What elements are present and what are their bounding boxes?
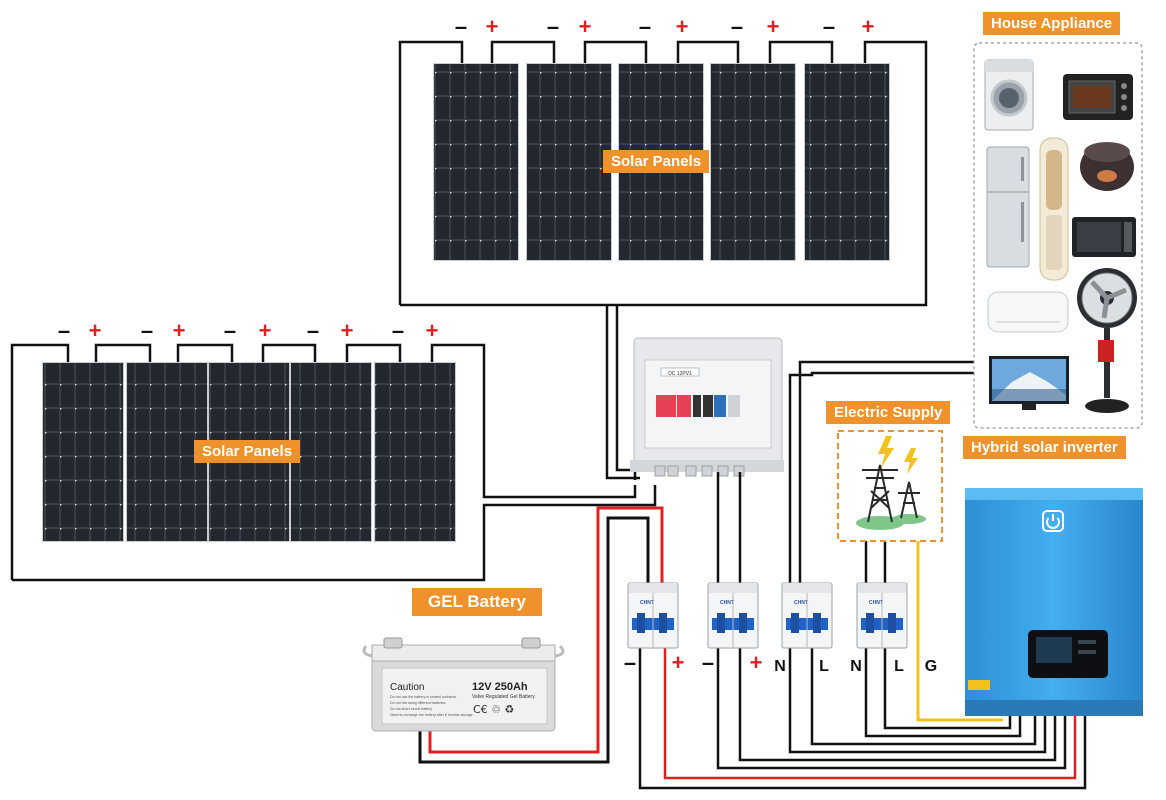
power-tower-icon	[856, 464, 926, 530]
solar-panels-label-top: Solar Panels	[603, 150, 710, 173]
hybrid-inverter-label: Hybrid solar inverter	[963, 436, 1126, 459]
tv-icon	[989, 356, 1069, 410]
battery-fine-print-4: Need to recharge the battery after 6 mon…	[390, 713, 473, 717]
top-minus-1: –	[455, 14, 467, 39]
solar-panel-left-2	[126, 362, 208, 542]
refrigerator-icon	[986, 146, 1030, 268]
house-appliance-label: House Appliance	[983, 12, 1121, 35]
top-solar-panels	[433, 63, 890, 261]
solar-panel-top-4	[710, 63, 796, 261]
svg-text:CHNT: CHNT	[794, 600, 808, 606]
breaker-2: CHNT	[707, 582, 759, 649]
pv-combiner-box	[630, 337, 784, 477]
top-plus-4: +	[767, 14, 780, 39]
solar-panel-left-1	[42, 362, 124, 542]
terminal-n-grid: N	[850, 658, 862, 675]
battery-breaker-plus: +	[672, 650, 685, 675]
dc-breaker-wires	[633, 472, 742, 590]
gel-battery-label: GEL Battery	[412, 588, 542, 616]
battery-breaker-minus: –	[624, 650, 636, 675]
breaker-4: CHNT	[856, 582, 908, 649]
rice-cooker-icon	[1080, 142, 1134, 191]
battery-fine-print-2: Do not mix using different batteries	[390, 701, 446, 705]
pv-breaker-plus: +	[750, 650, 763, 675]
pv-breaker-minus: –	[702, 650, 714, 675]
top-minus-3: –	[639, 14, 651, 39]
terminal-g: G	[925, 658, 937, 675]
left-plus-2: +	[173, 318, 186, 343]
left-plus-3: +	[259, 318, 272, 343]
top-plus-1: +	[486, 14, 499, 39]
solar-panel-left-4	[290, 362, 372, 542]
left-plus-1: +	[89, 318, 102, 343]
breaker-3: CHNT	[781, 582, 833, 649]
left-plus-5: +	[426, 318, 439, 343]
battery-wires	[418, 506, 664, 764]
battery-caution: Caution	[390, 682, 424, 693]
solar-panels-label-left: Solar Panels	[194, 440, 301, 463]
battery-capacity: 12V 250Ah	[472, 681, 528, 693]
top-plus-2: +	[579, 14, 592, 39]
wall-ac-icon	[987, 291, 1069, 333]
top-plus-3: +	[676, 14, 689, 39]
left-plus-4: +	[341, 318, 354, 343]
top-minus-2: –	[547, 14, 559, 39]
solar-panel-top-5	[804, 63, 890, 261]
standing-fan-icon	[1077, 268, 1137, 413]
solar-panel-top-1	[433, 63, 519, 261]
solar-panel-top-2	[526, 63, 612, 261]
toaster-oven-icon	[1063, 74, 1133, 120]
gel-battery: C€ ♲ ♻	[362, 637, 565, 732]
solar-panel-left-5	[374, 362, 456, 542]
left-minus-1: –	[58, 318, 70, 343]
electric-supply-label: Electric Supply	[826, 401, 951, 424]
washing-machine-icon	[984, 59, 1034, 131]
left-minus-4: –	[307, 318, 319, 343]
top-minus-5: –	[823, 14, 835, 39]
air-conditioner-tower-icon	[1039, 137, 1069, 281]
battery-type: Valve Regulated Gel Battery	[472, 694, 535, 700]
power-button-icon	[1042, 510, 1064, 532]
top-array-wiring	[398, 40, 928, 307]
terminal-l-load: L	[819, 658, 829, 675]
top-plus-5: +	[862, 14, 875, 39]
terminal-n-load: N	[774, 658, 786, 675]
combiner-label: DC 12PV1	[668, 371, 692, 377]
breakers: CHNT CHNT CHNT CHNT	[627, 582, 908, 649]
svg-text:CHNT: CHNT	[720, 600, 734, 606]
microwave-icon	[1072, 217, 1136, 257]
left-solar-panels	[42, 362, 456, 542]
battery-fine-print-1: Do not use the battery in sealed contain…	[390, 695, 457, 699]
lightning-icon	[878, 436, 918, 474]
appliance-wires	[788, 360, 975, 590]
left-minus-3: –	[224, 318, 236, 343]
svg-text:CHNT: CHNT	[640, 600, 654, 606]
left-minus-2: –	[141, 318, 153, 343]
terminal-l-grid: L	[894, 658, 904, 675]
svg-text:C€ ♲ ♻: C€ ♲ ♻	[473, 703, 514, 716]
hybrid-inverter	[965, 488, 1143, 716]
left-minus-5: –	[392, 318, 404, 343]
top-minus-4: –	[731, 14, 743, 39]
battery-fine-print-3: Do not short-circuit battery	[390, 707, 432, 711]
inverter-wires	[638, 645, 1087, 790]
grid-wires	[864, 540, 887, 590]
breaker-1: CHNT	[627, 582, 679, 649]
left-array-wiring	[10, 343, 657, 582]
svg-text:CHNT: CHNT	[869, 600, 883, 606]
